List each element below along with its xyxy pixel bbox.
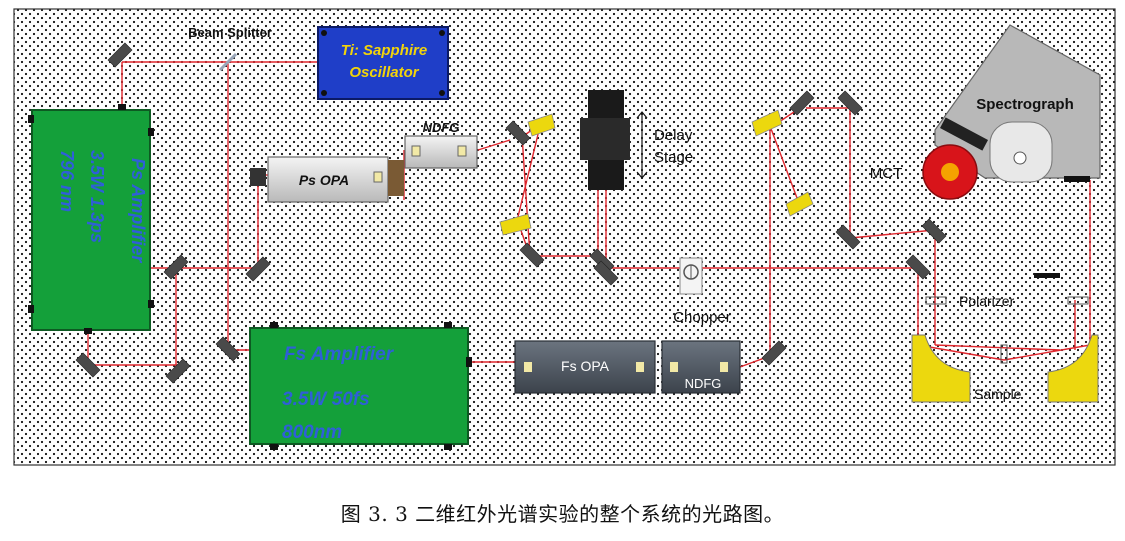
fs-amplifier-box [249, 322, 472, 450]
mirror-mount-11 [789, 90, 815, 116]
beam-splitter [218, 52, 238, 72]
fs-amplifier-wavelength: 800nm [282, 422, 342, 443]
sample-label: Sample [974, 386, 1022, 402]
mirror-mount-14 [921, 218, 947, 244]
mirror-mount-2 [163, 254, 189, 280]
oscillator-label-2: Oscillator [349, 64, 419, 81]
mirror-mount-1 [107, 42, 133, 68]
mirror-mount-6 [215, 336, 241, 362]
chopper [679, 257, 703, 295]
mirror-mount-4 [75, 352, 101, 378]
mirror-mount-15 [905, 254, 931, 280]
ps-opa-label: Ps OPA [299, 172, 349, 188]
ps-amplifier-power: 3.5W 1.3ps [87, 150, 107, 243]
spectrograph [934, 24, 1101, 183]
fs-opa-box [514, 340, 656, 394]
ndfg-bottom-label: NDFG [685, 376, 722, 391]
curved-mirror-3 [751, 109, 783, 137]
fs-amplifier-title: Fs Amplifier [284, 344, 395, 365]
mirror-mount-8 [519, 242, 545, 268]
delay-stage [580, 90, 648, 190]
ps-amplifier-box [28, 104, 154, 334]
oscillator-box [317, 26, 449, 100]
ndfg-bottom-box [661, 340, 741, 394]
mirror-mount-12 [837, 90, 863, 116]
oscillator-label-1: Ti: Sapphire [341, 42, 427, 59]
ps-amplifier-title: Ps Amplifier [128, 158, 148, 263]
polarizer-right [1067, 296, 1089, 305]
ps-amplifier-wavelength: 796 nm [57, 150, 77, 212]
ps-opa-box [250, 156, 404, 203]
sample-holder [1000, 344, 1008, 364]
figure-caption: 图 3. 3 二维红外光谱实验的整个系统的光路图。 [340, 502, 785, 526]
chopper-label: Chopper [673, 309, 731, 326]
spectrograph-label: Spectrograph [976, 96, 1074, 113]
mirror-mount-10 [593, 260, 619, 286]
curved-mirror-4 [785, 191, 814, 217]
parabolic-mirror-right [1047, 334, 1099, 403]
ndfg-top-box [404, 135, 478, 169]
polarizer-mount [1034, 273, 1060, 278]
mct-label: MCT [870, 165, 903, 182]
mirror-mount-7 [505, 120, 531, 146]
delay-stage-label-1: Delay [654, 127, 693, 144]
fs-opa-label: Fs OPA [561, 358, 610, 374]
polarizer-left [925, 296, 947, 305]
beam-splitter-label: Beam Splitter [188, 25, 272, 40]
fs-amplifier-power: 3.5W 50fs [282, 389, 370, 410]
mirror-mount-3 [245, 256, 271, 282]
mirror-mount-5 [165, 358, 191, 384]
mct-detector [922, 144, 978, 200]
delay-stage-label-2: Stage [654, 149, 693, 166]
beam-paths [87, 61, 1091, 372]
mirror-mount-13 [835, 224, 861, 250]
curved-mirror-2 [499, 213, 532, 236]
ndfg-top-label: NDFG [423, 120, 460, 135]
polarizer-label: Polarizer [959, 293, 1015, 309]
parabolic-mirror-left [911, 334, 971, 403]
mirror-mount-16 [761, 340, 787, 366]
curved-mirror-1 [527, 113, 556, 137]
